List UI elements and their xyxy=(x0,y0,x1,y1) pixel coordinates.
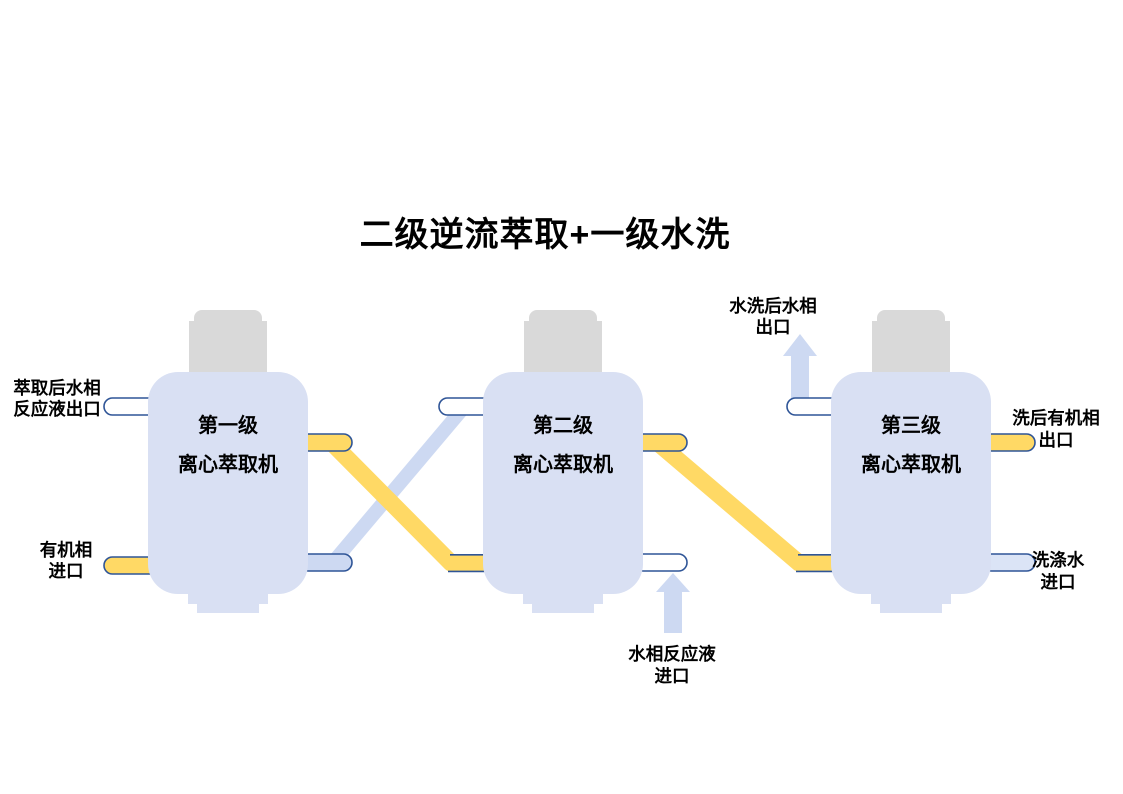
extractor-unit-2: 第二级 离心萃取机 xyxy=(438,310,688,613)
unit1-motor-cap xyxy=(189,321,267,372)
unit3-pedestal xyxy=(880,590,942,613)
extractor-unit-3: 第三级 离心萃取机 xyxy=(786,310,1036,613)
label-washed-aqueous-out-line1: 水洗后水相 xyxy=(729,296,817,316)
unit2-label-line2: 离心萃取机 xyxy=(513,452,613,476)
unit3-label-line1: 第三级 xyxy=(881,413,941,437)
unit2-label-line1: 第二级 xyxy=(533,413,593,437)
up-arrow-aqueous-reaction-in-icon xyxy=(656,573,690,633)
label-wash-water-in-line1: 洗涤水 xyxy=(1032,550,1085,570)
unit2-body xyxy=(483,372,643,594)
label-aqueous-reaction-in-line2: 进口 xyxy=(655,666,690,686)
unit2-pedestal xyxy=(532,590,594,613)
label-aqueous-reaction-in-line1: 水相反应液 xyxy=(628,644,716,664)
label-organic-in-line1: 有机相 xyxy=(40,540,93,560)
label-extract-aqueous-out-line2: 反应液出口 xyxy=(13,399,101,419)
pipe-aqueous-stage2-to-stage1 xyxy=(329,401,471,565)
label-washed-organic-out-line2: 出口 xyxy=(1039,430,1074,450)
unit3-body xyxy=(831,372,991,594)
label-washed-aqueous-out-line2: 出口 xyxy=(756,317,791,337)
unit1-label-line2: 离心萃取机 xyxy=(178,452,278,476)
unit3-motor-cap xyxy=(872,321,950,372)
label-wash-water-in-line2: 进口 xyxy=(1041,572,1076,592)
unit1-label-line1: 第一级 xyxy=(198,413,258,437)
unit1-body xyxy=(148,372,308,594)
page-title: 二级逆流萃取+一级水洗 xyxy=(360,216,731,254)
unit2-motor-cap xyxy=(524,321,602,372)
extractor-unit-1: 第一级 离心萃取机 xyxy=(103,310,353,613)
label-extract-aqueous-out-line1: 萃取后水相 xyxy=(13,378,101,398)
unit1-pedestal xyxy=(197,590,259,613)
unit3-label-line2: 离心萃取机 xyxy=(861,452,961,476)
label-organic-in-line2: 进口 xyxy=(49,561,84,581)
stream-labels: 萃取后水相 反应液出口 有机相 进口 水相反应液 进口 水洗后水相 出口 洗后有… xyxy=(13,296,1100,686)
label-washed-organic-out-line1: 洗后有机相 xyxy=(1012,408,1100,428)
up-arrow-washed-aqueous-out-icon xyxy=(783,334,817,408)
pipe-organic-stage2-to-stage3 xyxy=(652,436,846,572)
